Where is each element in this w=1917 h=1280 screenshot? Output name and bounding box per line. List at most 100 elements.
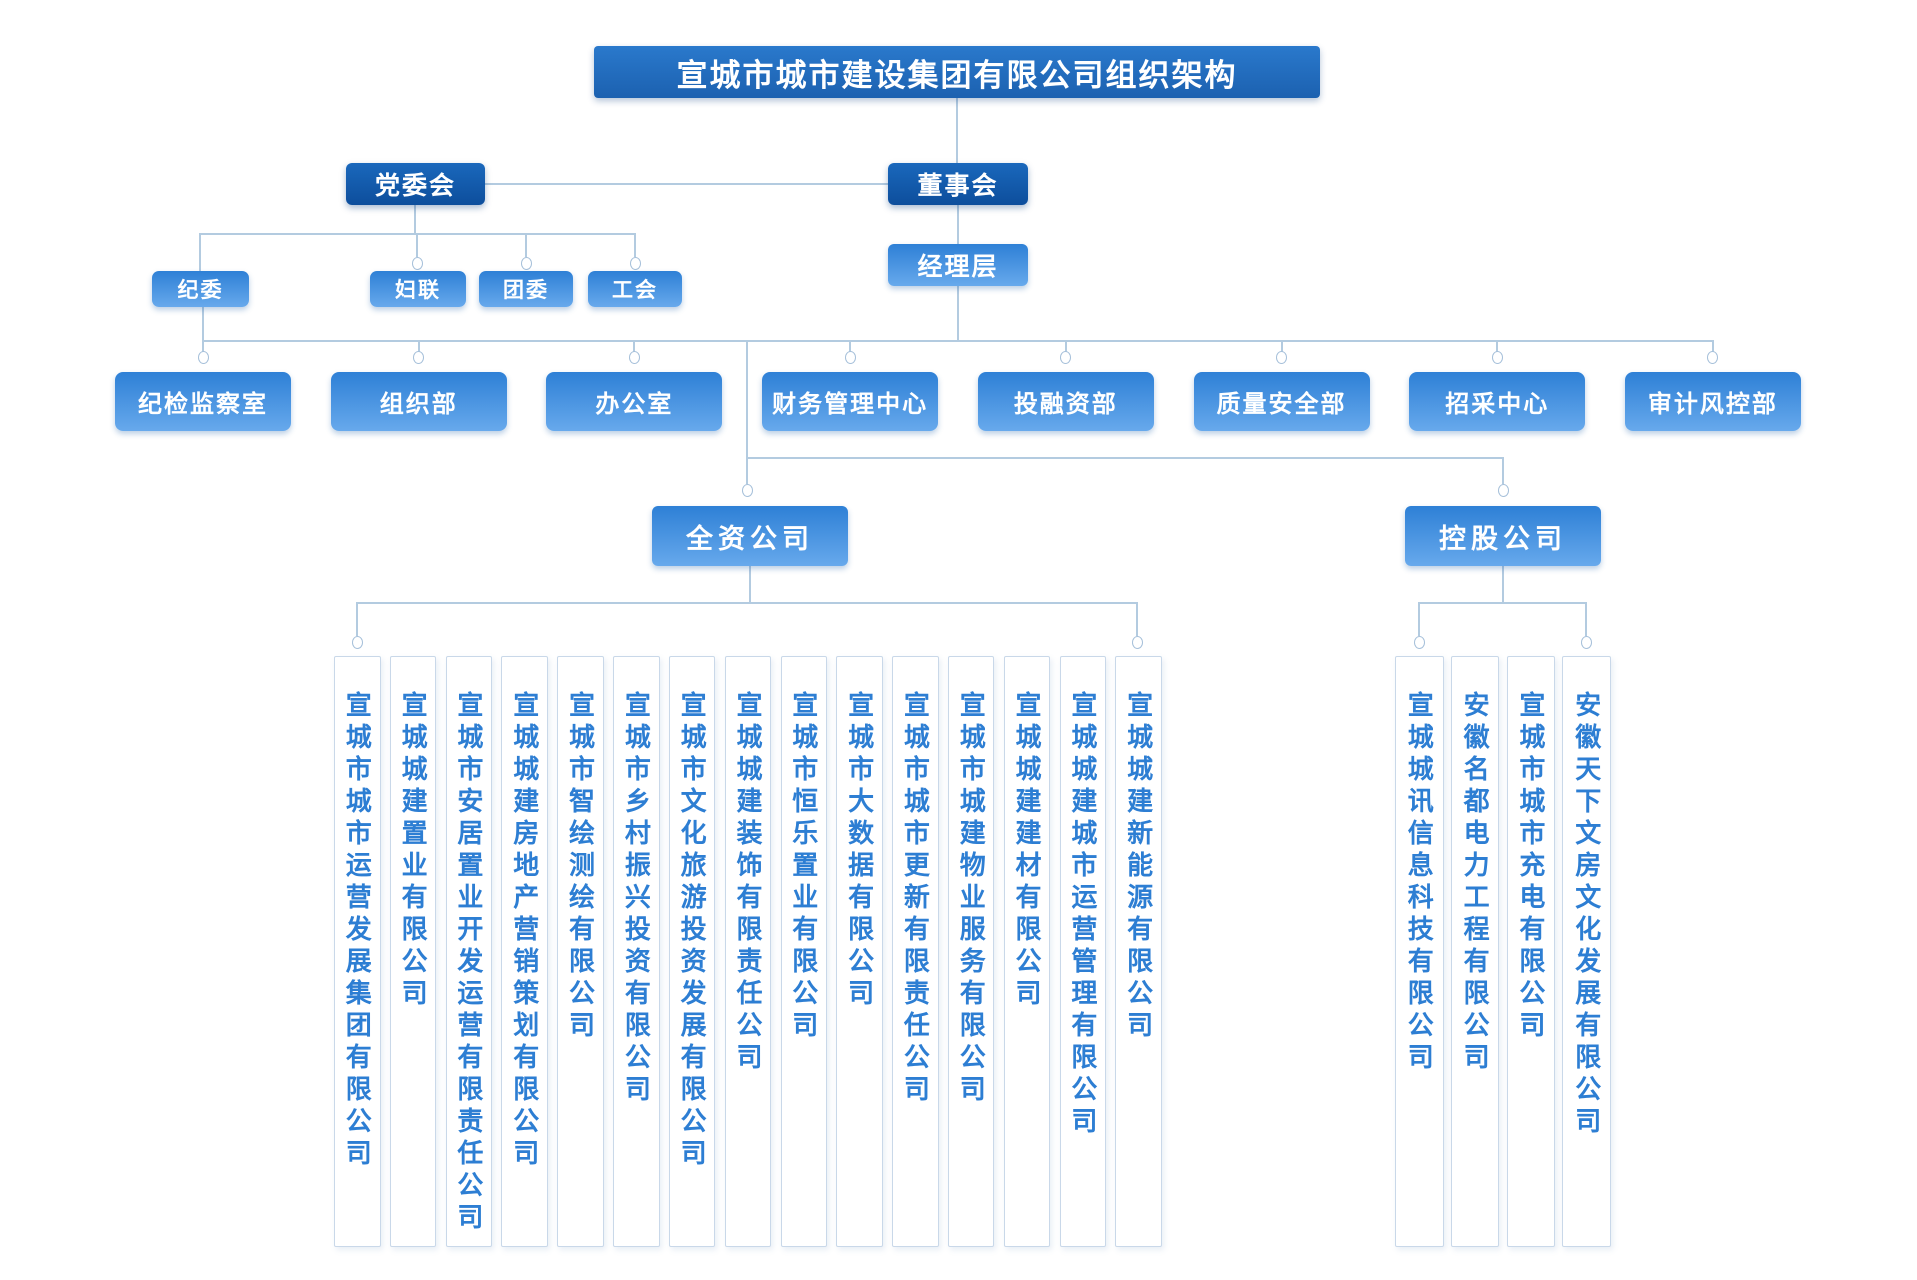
company-name: 宣城市安居置业开发运营有限责任公司 xyxy=(453,691,484,1235)
connector-jiwei xyxy=(199,233,201,271)
management-box: 经理层 xyxy=(888,244,1028,286)
party-org-gonghui: 工会 xyxy=(588,271,682,307)
department-cell: 财务管理中心 xyxy=(762,340,939,431)
company-box: 宣城城建房地产营销策划有限公司 xyxy=(501,656,548,1247)
node-dot xyxy=(352,636,363,649)
department-box: 办公室 xyxy=(546,372,723,431)
company-box: 宣城城建建材有限公司 xyxy=(1003,656,1051,1247)
company-box: 安徽名都电力工程有限公司 xyxy=(1450,656,1500,1247)
department-cell: 质量安全部 xyxy=(1193,340,1370,431)
department-cell: 办公室 xyxy=(546,340,723,431)
department-box: 组织部 xyxy=(330,372,507,431)
node-dot xyxy=(1491,351,1503,364)
connector-wholly-cols xyxy=(357,602,1137,604)
company-name: 宣城市城建物业服务有限公司 xyxy=(956,691,987,1107)
company-box: 宣城城讯信息科技有限公司 xyxy=(1395,656,1444,1247)
company-name: 宣城市恒乐置业有限公司 xyxy=(788,691,819,1043)
department-cell: 组织部 xyxy=(330,340,507,431)
node-dot xyxy=(412,257,423,270)
holding-box: 控股公司 xyxy=(1405,506,1601,566)
connector-wholly-left xyxy=(356,602,358,636)
connector-subsidiary-line xyxy=(746,457,1504,459)
department-box: 招采中心 xyxy=(1409,372,1586,431)
department-box: 财务管理中心 xyxy=(762,372,939,431)
connector-party-board xyxy=(485,183,888,185)
node-dot xyxy=(413,351,425,364)
connector-mgmt-depts xyxy=(957,286,959,340)
party-org-jiwei: 纪委 xyxy=(152,271,249,307)
departments-row: 纪检监察室 组织部 办公室 财务管理中心 xyxy=(115,340,1801,431)
connector-wholly-right xyxy=(1136,602,1138,636)
connector-stub xyxy=(202,340,204,352)
wholly-owned-companies: 宣城市城市运营发展集团有限公司 宣城城建置业有限公司 宣城市安居置业开发运营有限… xyxy=(334,656,1162,1247)
company-box: 宣城市城建物业服务有限公司 xyxy=(947,656,995,1247)
node-dot xyxy=(1707,351,1719,364)
company-name: 宣城城建房地产营销策划有限公司 xyxy=(509,691,540,1171)
company-name: 安徽名都电力工程有限公司 xyxy=(1460,691,1491,1075)
company-name: 宣城城讯信息科技有限公司 xyxy=(1404,691,1435,1075)
connector-stub xyxy=(417,340,420,352)
department-cell: 招采中心 xyxy=(1409,340,1586,431)
company-name: 宣城市大数据有限公司 xyxy=(844,691,875,1011)
company-box: 宣城市恒乐置业有限公司 xyxy=(780,656,827,1247)
connector-stub xyxy=(1280,340,1283,352)
company-name: 宣城市城市更新有限责任公司 xyxy=(900,691,931,1107)
chart-title: 宣城市城市建设集团有限公司组织架构 xyxy=(594,46,1320,98)
department-box: 审计风控部 xyxy=(1624,372,1801,431)
wholly-owned-box: 全资公司 xyxy=(652,506,848,566)
company-box: 宣城市安居置业开发运营有限责任公司 xyxy=(445,656,493,1247)
connector-branch-up xyxy=(746,340,748,457)
company-box: 宣城城建置业有限公司 xyxy=(389,656,437,1247)
connector-stub xyxy=(1711,340,1714,352)
connector-gonghui xyxy=(634,233,636,257)
company-name: 宣城市城市运营发展集团有限公司 xyxy=(342,691,373,1171)
holding-companies: 宣城城讯信息科技有限公司 安徽名都电力工程有限公司 宣城市城市充电有限公司 安徽… xyxy=(1395,656,1611,1247)
company-box: 宣城市大数据有限公司 xyxy=(836,656,883,1247)
node-dot xyxy=(1276,351,1288,364)
company-name: 宣城市乡村振兴投资有限公司 xyxy=(621,691,652,1107)
node-dot xyxy=(628,351,640,364)
party-org-fulian: 妇联 xyxy=(370,271,466,307)
company-name: 宣城城建城市运营管理有限公司 xyxy=(1067,691,1098,1139)
node-dot xyxy=(844,351,856,364)
node-dot xyxy=(1132,636,1143,649)
department-cell: 纪检监察室 xyxy=(115,340,291,431)
company-box: 宣城城建城市运营管理有限公司 xyxy=(1059,656,1107,1247)
company-box: 宣城市文化旅游投资发展有限公司 xyxy=(668,656,716,1247)
company-name: 安徽天下文房文化发展有限公司 xyxy=(1571,691,1602,1139)
company-name: 宣城市文化旅游投资发展有限公司 xyxy=(677,691,708,1171)
connector-dept-line xyxy=(203,340,1713,342)
company-box: 安徽天下文房文化发展有限公司 xyxy=(1562,656,1611,1247)
connector-holding-drop xyxy=(1502,457,1504,484)
connector-stub xyxy=(633,340,636,352)
connector-party-down xyxy=(414,205,416,233)
department-cell: 审计风控部 xyxy=(1624,340,1801,431)
company-name: 宣城城建置业有限公司 xyxy=(398,691,429,1011)
department-box: 纪检监察室 xyxy=(115,372,291,431)
company-name: 宣城市城市充电有限公司 xyxy=(1515,691,1546,1043)
node-dot xyxy=(1498,484,1509,497)
connector-holding-down xyxy=(1502,566,1504,602)
connector-wholly-down xyxy=(749,566,751,602)
node-dot xyxy=(1060,351,1072,364)
connector-stub xyxy=(849,340,852,352)
connector-board-mgmt xyxy=(957,205,959,244)
node-dot xyxy=(1581,636,1592,649)
party-committee-box: 党委会 xyxy=(346,163,485,205)
department-box: 投融资部 xyxy=(977,372,1154,431)
company-box: 宣城市智绘测绘有限公司 xyxy=(557,656,604,1247)
company-box: 宣城城建装饰有限责任公司 xyxy=(724,656,772,1247)
connector-stub xyxy=(1496,340,1499,352)
connector-tuanwei xyxy=(525,233,527,257)
connector-party-orgs xyxy=(200,233,636,235)
company-box: 宣城市乡村振兴投资有限公司 xyxy=(613,656,660,1247)
connector-jiwei-jianjian xyxy=(202,307,204,352)
connector-holding-cols xyxy=(1419,602,1586,604)
connector-title-board xyxy=(956,98,958,163)
company-name: 宣城城建装饰有限责任公司 xyxy=(732,691,763,1075)
department-box: 质量安全部 xyxy=(1193,372,1370,431)
company-name: 宣城城建建材有限公司 xyxy=(1012,691,1042,1011)
node-dot xyxy=(1414,636,1425,649)
node-dot xyxy=(742,484,753,497)
